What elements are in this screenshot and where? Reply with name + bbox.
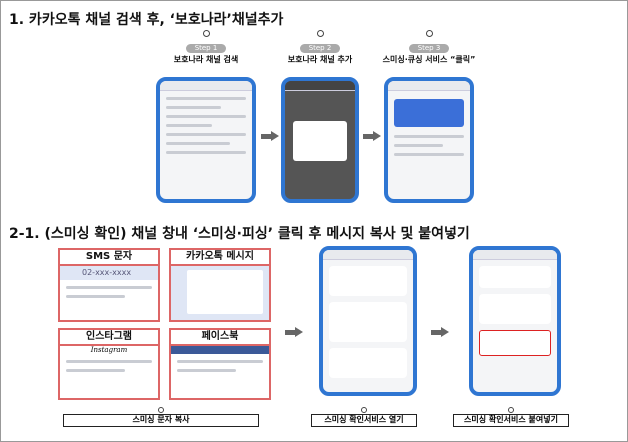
arrow-right-icon — [285, 327, 303, 337]
caption-text: 스미싱 확인서비스 붙여넣기 — [464, 415, 558, 424]
step-dot — [425, 30, 433, 37]
step-label: 보호나라 채널 추가 — [260, 54, 380, 65]
step-dot — [202, 30, 210, 37]
instagram-logo: Instagram — [90, 346, 128, 354]
caption-text: 스미싱 문자 복사 — [132, 415, 190, 424]
section2-title: 2-1. (스미싱 확인) 채널 창내 ‘스미싱·피싱’ 클릭 후 메시지 복사… — [9, 226, 470, 242]
step-label: 스미싱·큐싱 서비스 “클릭” — [369, 54, 489, 65]
box-title: SMS 문자 — [60, 250, 158, 266]
box-title: 페이스북 — [171, 330, 269, 346]
box-facebook: 페이스북 — [169, 328, 271, 400]
arrow-right-icon — [431, 327, 449, 337]
step-dot — [316, 30, 324, 37]
step-label: 보호나라 채널 검색 — [146, 54, 266, 65]
caption-open: 스미싱 확인서비스 열기 — [311, 407, 417, 427]
connector-dot — [361, 407, 367, 413]
caption-text: 스미싱 확인서비스 열기 — [324, 415, 404, 424]
phone-screenshot-paste — [469, 246, 561, 396]
connector-dot — [508, 407, 514, 413]
box-title: 인스타그램 — [60, 330, 158, 346]
phone-screenshot-service — [384, 77, 474, 203]
sms-number: 02-xxx-xxxx — [60, 266, 158, 280]
phone-screenshot-add — [281, 77, 359, 203]
step-badge: Step 3 — [408, 44, 450, 53]
phone-screenshot-open — [319, 246, 417, 396]
step-badge: Step 1 — [185, 44, 227, 53]
arrow-right-icon — [261, 131, 279, 141]
caption-paste: 스미싱 확인서비스 붙여넣기 — [453, 407, 569, 427]
connector-dot — [158, 407, 164, 413]
box-title: 카카오톡 메시지 — [171, 250, 269, 266]
section1-title: 1. 카카오톡 채널 검색 후, ‘보호나라’채널추가 — [9, 12, 284, 28]
step-badge: Step 2 — [299, 44, 341, 53]
arrow-right-icon — [363, 131, 381, 141]
caption-copy: 스미싱 문자 복사 — [63, 407, 259, 427]
phone-screenshot-search — [156, 77, 256, 203]
box-kakaotalk: 카카오톡 메시지 — [169, 248, 271, 322]
